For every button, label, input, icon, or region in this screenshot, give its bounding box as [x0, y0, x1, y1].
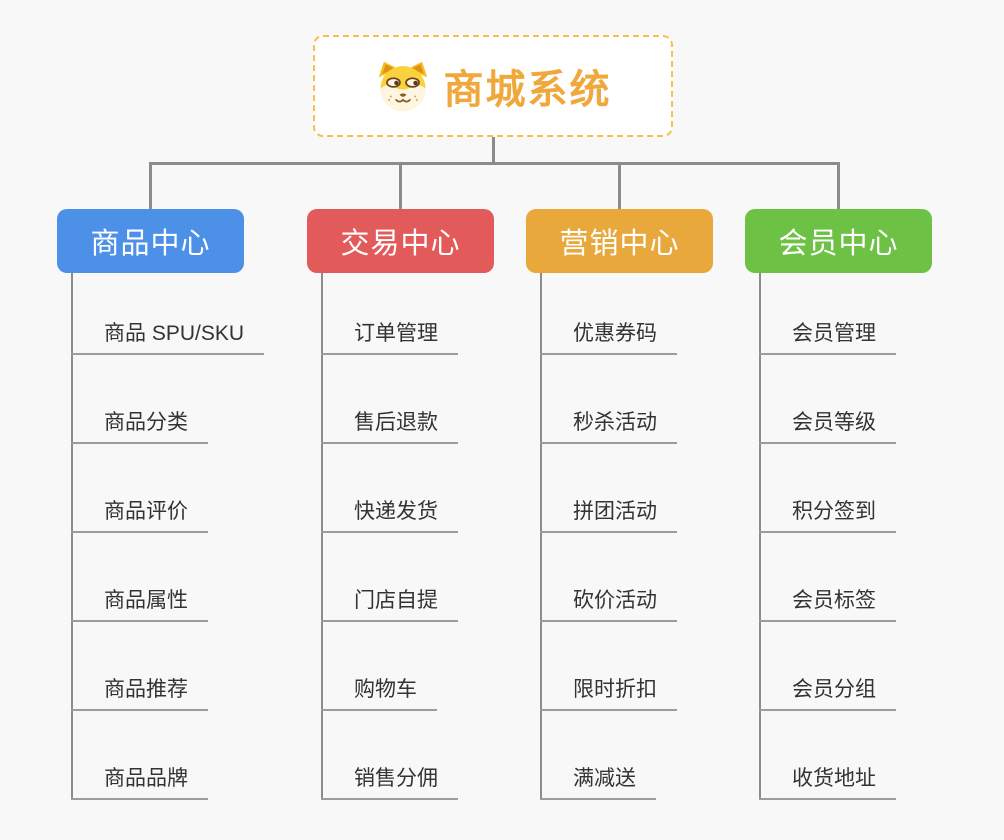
- subtopic[interactable]: 会员标签: [759, 587, 896, 622]
- branch-topic-4[interactable]: 会员中心: [745, 209, 932, 273]
- dog-icon: [378, 61, 427, 112]
- subtopic[interactable]: 会员分组: [759, 676, 896, 711]
- subtopic[interactable]: 商品分类: [71, 409, 208, 444]
- subtopic[interactable]: 购物车: [321, 676, 437, 711]
- subtopic[interactable]: 订单管理: [321, 320, 458, 355]
- connector-bus: [149, 162, 840, 165]
- subtopic[interactable]: 拼团活动: [540, 498, 677, 533]
- subtopic[interactable]: 商品评价: [71, 498, 208, 533]
- connector-trunk: [71, 273, 73, 800]
- subtopic[interactable]: 限时折扣: [540, 676, 677, 711]
- subtopic[interactable]: 优惠券码: [540, 320, 677, 355]
- subtopic[interactable]: 秒杀活动: [540, 409, 677, 444]
- branch-topic-2[interactable]: 交易中心: [307, 209, 494, 273]
- root-topic-label: 商城系统: [443, 68, 612, 112]
- subtopic[interactable]: 商品品牌: [71, 765, 208, 800]
- subtopic[interactable]: 门店自提: [321, 587, 458, 622]
- branch-topic-3[interactable]: 营销中心: [526, 209, 713, 273]
- branch-topic-1[interactable]: 商品中心: [57, 209, 244, 273]
- subtopic[interactable]: 商品属性: [71, 587, 208, 622]
- root-topic[interactable]: 商城系统: [313, 35, 673, 137]
- subtopic[interactable]: 会员等级: [759, 409, 896, 444]
- subtopic[interactable]: 快递发货: [321, 498, 458, 533]
- subtopic[interactable]: 售后退款: [321, 409, 458, 444]
- subtopic[interactable]: 商品 SPU/SKU: [71, 320, 265, 355]
- subtopic[interactable]: 积分签到: [759, 498, 896, 533]
- subtopic[interactable]: 销售分佣: [321, 765, 458, 800]
- subtopic[interactable]: 会员管理: [759, 320, 896, 355]
- subtopic[interactable]: 商品推荐: [71, 676, 208, 711]
- connector-root-stem: [491, 137, 495, 165]
- connector-branch-drop: [618, 162, 621, 210]
- subtopic[interactable]: 满减送: [540, 765, 656, 800]
- subtopic[interactable]: 砍价活动: [540, 587, 677, 622]
- connector-branch-drop: [399, 162, 402, 210]
- connector-branch-drop: [837, 162, 840, 210]
- connector-trunk: [321, 273, 323, 800]
- connector-trunk: [540, 273, 542, 800]
- subtopic[interactable]: 收货地址: [759, 765, 896, 800]
- connector-branch-drop: [149, 162, 152, 210]
- connector-trunk: [759, 273, 761, 800]
